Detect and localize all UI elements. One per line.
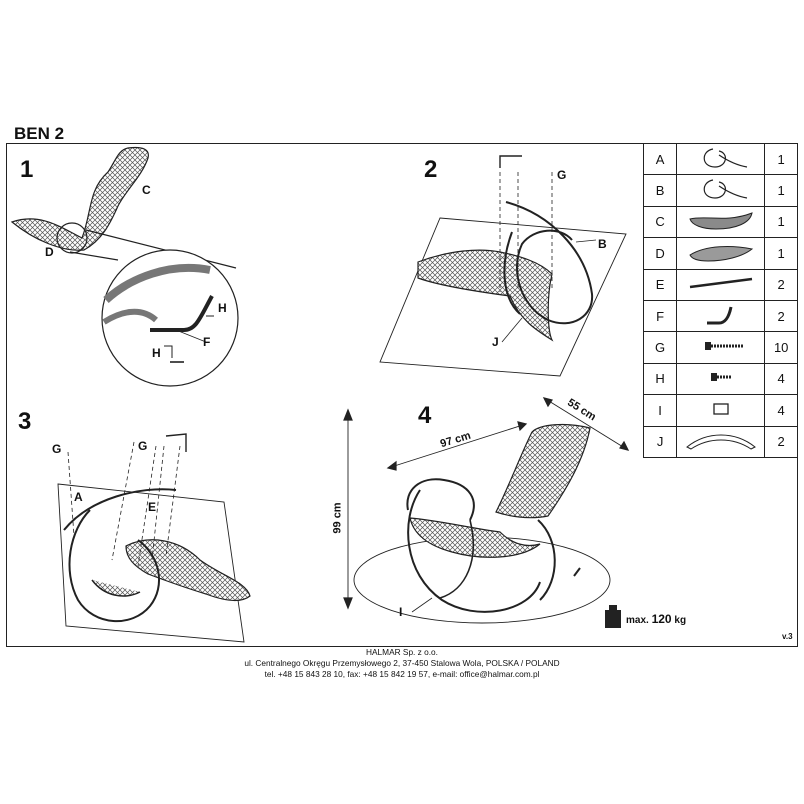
- part-code: F: [642, 299, 678, 333]
- bent-tube-icon: [676, 299, 766, 333]
- part-code: E: [642, 268, 678, 301]
- step-4-number: 4: [418, 402, 432, 429]
- parts-row: G 10: [642, 331, 798, 364]
- part-code: C: [642, 205, 678, 239]
- label-d: D: [45, 245, 54, 259]
- label-a: A: [74, 490, 83, 504]
- label-j: J: [492, 335, 499, 349]
- part-quantity: 1: [764, 205, 798, 239]
- part-code: G: [642, 331, 678, 364]
- label-i: I: [399, 605, 403, 619]
- max-load-value: 120: [651, 612, 672, 626]
- part-quantity: 2: [764, 425, 798, 458]
- max-load: max. 120 kg: [626, 612, 686, 626]
- part-code: H: [642, 362, 678, 396]
- step1-illustration: [10, 146, 239, 387]
- step-3-number: 3: [18, 408, 32, 435]
- part-code: B: [642, 174, 678, 207]
- frame-loop-icon: [676, 174, 766, 207]
- footer-address: ul. Centralnego Okręgu Przemysłowego 2, …: [244, 658, 560, 668]
- part-quantity: 2: [764, 268, 798, 301]
- seat-c-shape: [10, 146, 149, 251]
- step4-illustration: [343, 397, 630, 624]
- label-h-upper: H: [218, 301, 227, 315]
- floor-plane: [57, 483, 245, 643]
- label-g-right: G: [138, 439, 148, 453]
- frame-loop-icon: [676, 142, 766, 176]
- label-b: B: [598, 237, 607, 251]
- part-code: J: [642, 425, 678, 458]
- label-f: F: [203, 335, 211, 349]
- runner-arc-icon: [676, 425, 766, 458]
- part-quantity: 4: [764, 362, 798, 396]
- version-label: v.3: [782, 632, 793, 641]
- instruction-frame: [6, 143, 798, 647]
- part-code: D: [642, 237, 678, 270]
- dimension-height: 99 cm: [331, 502, 344, 534]
- step2-illustration: [379, 155, 627, 377]
- label-g-left: G: [52, 442, 62, 456]
- max-load-prefix: max.: [626, 615, 649, 626]
- cap-icon: [676, 394, 766, 427]
- part-quantity: 1: [764, 174, 798, 207]
- step-2-number: 2: [424, 156, 438, 183]
- footer-company: HALMAR Sp. z o.o.: [366, 647, 438, 657]
- wicker-seat-icon: [676, 205, 766, 239]
- page-title: BEN 2: [14, 124, 65, 143]
- short-bolt-icon: [676, 362, 766, 396]
- label-c: C: [142, 183, 151, 197]
- part-code: A: [642, 142, 678, 176]
- label-g: G: [557, 168, 567, 182]
- step-1-number: 1: [20, 156, 34, 183]
- part-quantity: 1: [764, 142, 798, 176]
- rod-icon: [676, 268, 766, 301]
- wicker-footrest-icon: [676, 237, 766, 270]
- part-quantity: 2: [764, 299, 798, 333]
- footer-contact: tel. +48 15 843 28 10, fax: +48 15 842 1…: [264, 669, 540, 679]
- floor-plane: [379, 217, 627, 377]
- label-e: E: [148, 500, 157, 514]
- max-load-unit: kg: [674, 615, 687, 626]
- part-code: I: [642, 394, 678, 427]
- part-quantity: 10: [764, 331, 798, 364]
- label-h-lower: H: [152, 346, 161, 360]
- step3-illustration: [57, 433, 251, 643]
- weight-icon: [605, 605, 621, 628]
- long-bolt-icon: [676, 331, 766, 364]
- part-quantity: 4: [764, 394, 798, 427]
- part-quantity: 1: [764, 237, 798, 270]
